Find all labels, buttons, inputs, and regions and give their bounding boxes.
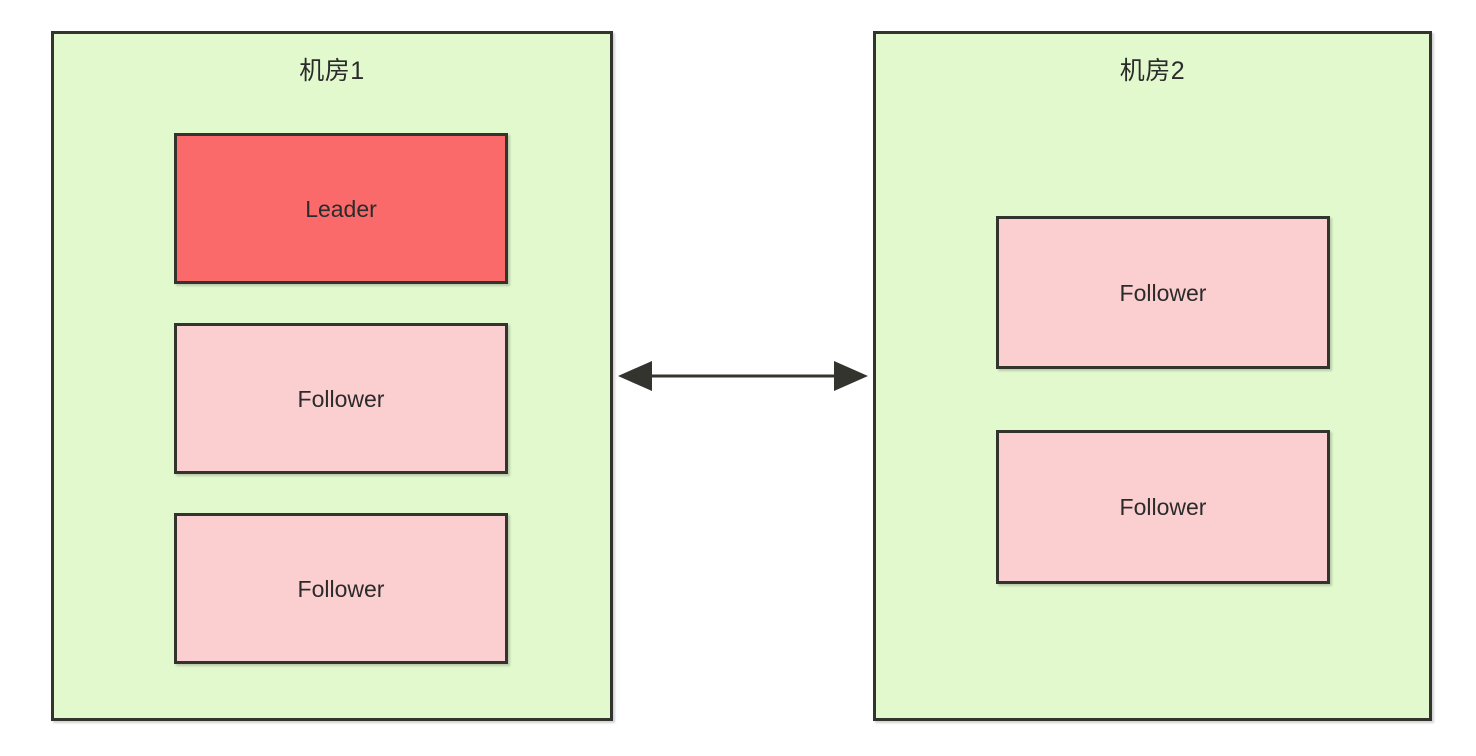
zone-jifang2-title: 机房2 xyxy=(1119,57,1186,85)
arrow-head-left-icon xyxy=(618,361,652,391)
node-follower2-zone2[interactable]: Follower xyxy=(996,430,1330,584)
zone-link-double-arrow-icon[interactable] xyxy=(612,352,874,400)
node-follower2-zone1[interactable]: Follower xyxy=(174,513,508,664)
zone-jifang1-title: 机房1 xyxy=(299,57,365,85)
node-follower2-zone1-label: Follower xyxy=(297,575,385,602)
node-leader-zone1-label: Leader xyxy=(305,195,377,222)
node-leader-zone1[interactable]: Leader xyxy=(174,133,508,284)
node-follower1-zone2[interactable]: Follower xyxy=(996,216,1330,369)
zone-jifang1[interactable]: 机房1 Leader Follower Follower xyxy=(51,31,613,721)
arrow-head-right-icon xyxy=(834,361,868,391)
node-follower1-zone1[interactable]: Follower xyxy=(174,323,508,474)
node-follower1-zone1-label: Follower xyxy=(297,385,385,412)
node-follower2-zone2-label: Follower xyxy=(1119,494,1207,520)
zone-jifang2[interactable]: 机房2 Follower Follower xyxy=(873,31,1432,721)
node-follower1-zone2-label: Follower xyxy=(1119,279,1207,306)
